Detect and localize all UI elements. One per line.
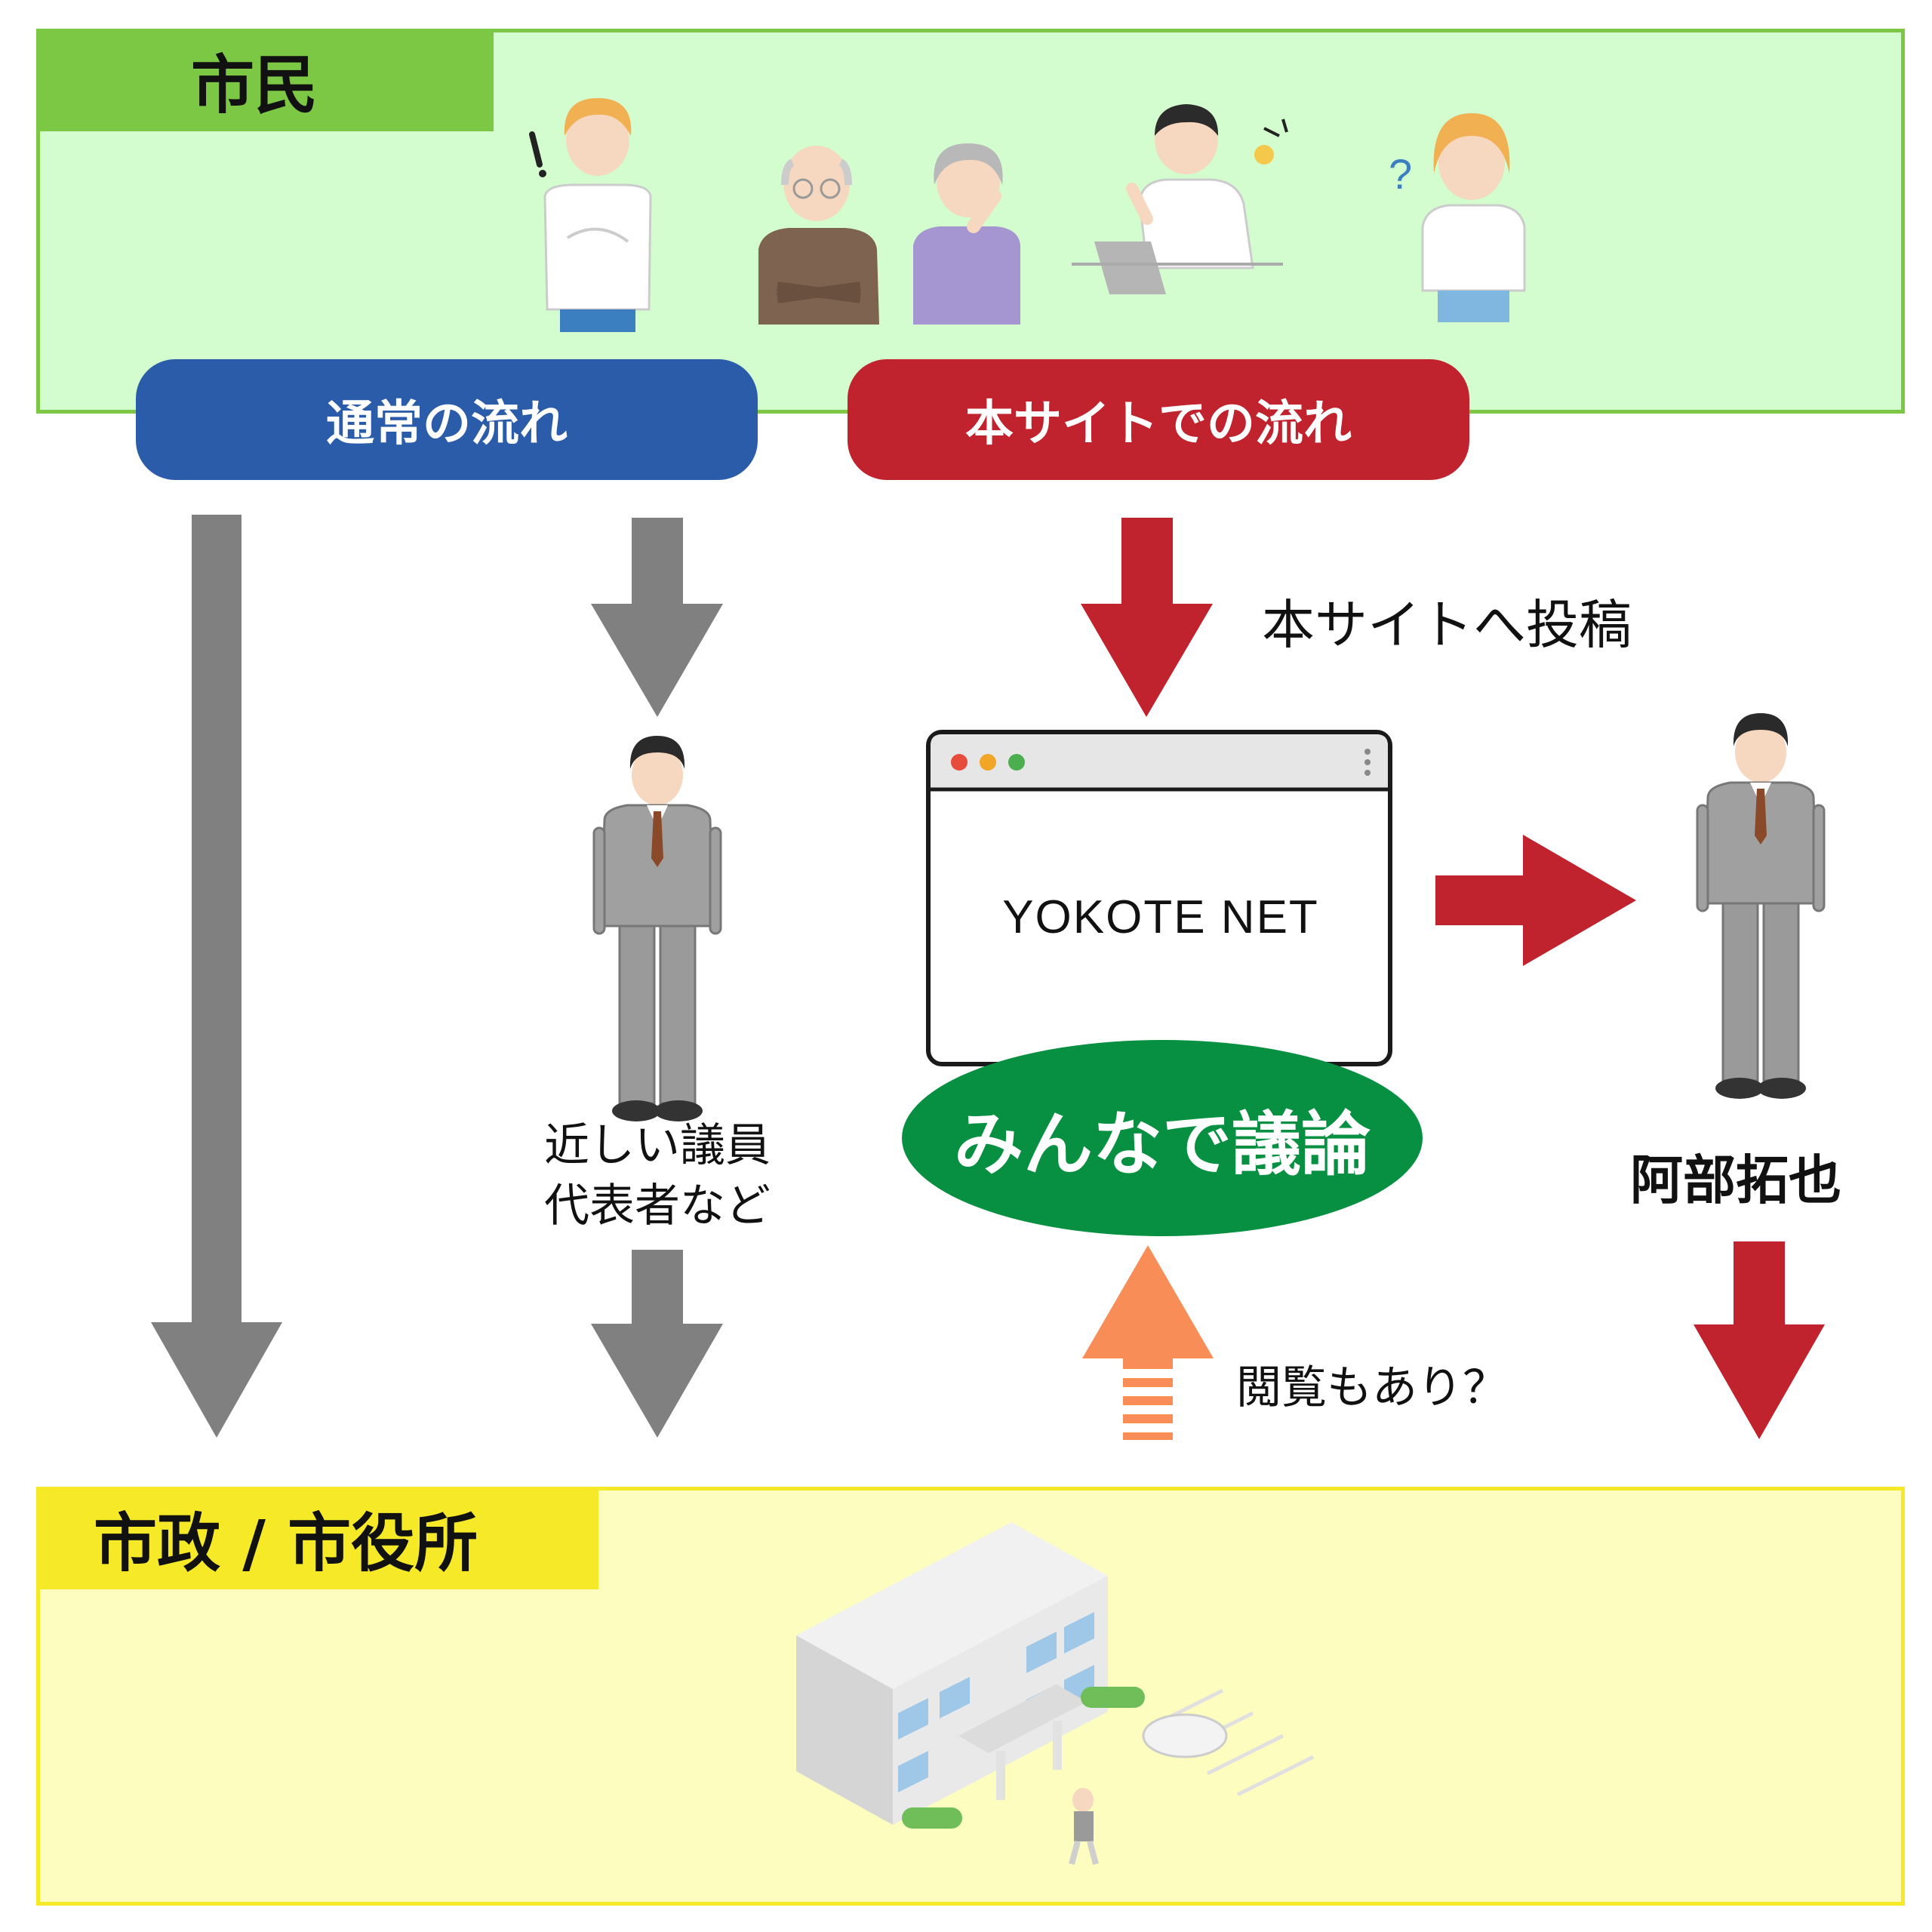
elderly-man-icon bbox=[758, 146, 879, 325]
window-close-icon bbox=[951, 754, 968, 771]
representative-to-city-arrow bbox=[1694, 1241, 1825, 1439]
post-to-site-label: 本サイトへ投稿 bbox=[1262, 594, 1632, 656]
discussion-ellipse: みんなで議論 bbox=[902, 1040, 1423, 1236]
representative-name: 阿部拓也 bbox=[1630, 1149, 1841, 1211]
view-question-label: 閲覧もあり？ bbox=[1236, 1361, 1508, 1414]
browser-window bbox=[926, 730, 1392, 1066]
citizens-title: 市民 bbox=[36, 29, 494, 131]
window-maximize-icon bbox=[1008, 754, 1025, 771]
city-title: 市政 / 市役所 bbox=[36, 1487, 598, 1589]
normal-flow-direct-arrow bbox=[151, 515, 282, 1438]
elderly-woman-icon bbox=[913, 143, 1020, 325]
site-name: YOKOTE NET bbox=[1002, 891, 1319, 943]
representative-icon bbox=[1696, 712, 1826, 1100]
normal-flow-to-intermediary-arrow bbox=[591, 518, 723, 717]
site-to-representative-arrow bbox=[1435, 835, 1636, 966]
window-minimize-icon bbox=[980, 754, 996, 771]
council-member-icon bbox=[592, 734, 722, 1123]
intermediary-to-city-arrow bbox=[591, 1250, 723, 1438]
intermediary-line2: 代表者など bbox=[544, 1180, 771, 1232]
city-hall-building-icon bbox=[796, 1522, 1315, 1866]
normal-flow-label: 通常の流れ bbox=[136, 359, 758, 480]
intermediary-label: 近しい議員 代表者など bbox=[528, 1115, 786, 1236]
post-to-site-arrow bbox=[1081, 518, 1213, 717]
svg-text:?: ? bbox=[1389, 150, 1412, 198]
site-name-wrap: YOKOTE NET bbox=[930, 891, 1392, 944]
site-flow-label: 本サイトでの流れ bbox=[848, 359, 1469, 480]
view-arrow bbox=[1082, 1245, 1214, 1440]
window-menu-icon bbox=[1364, 749, 1371, 755]
confused-woman-icon: ? bbox=[1389, 113, 1526, 322]
laptop-man-icon bbox=[1072, 104, 1288, 294]
intermediary-line1: 近しい議員 bbox=[544, 1119, 771, 1172]
discussion-label: みんなで議論 bbox=[953, 1103, 1371, 1185]
surprised-man-icon bbox=[529, 98, 652, 332]
